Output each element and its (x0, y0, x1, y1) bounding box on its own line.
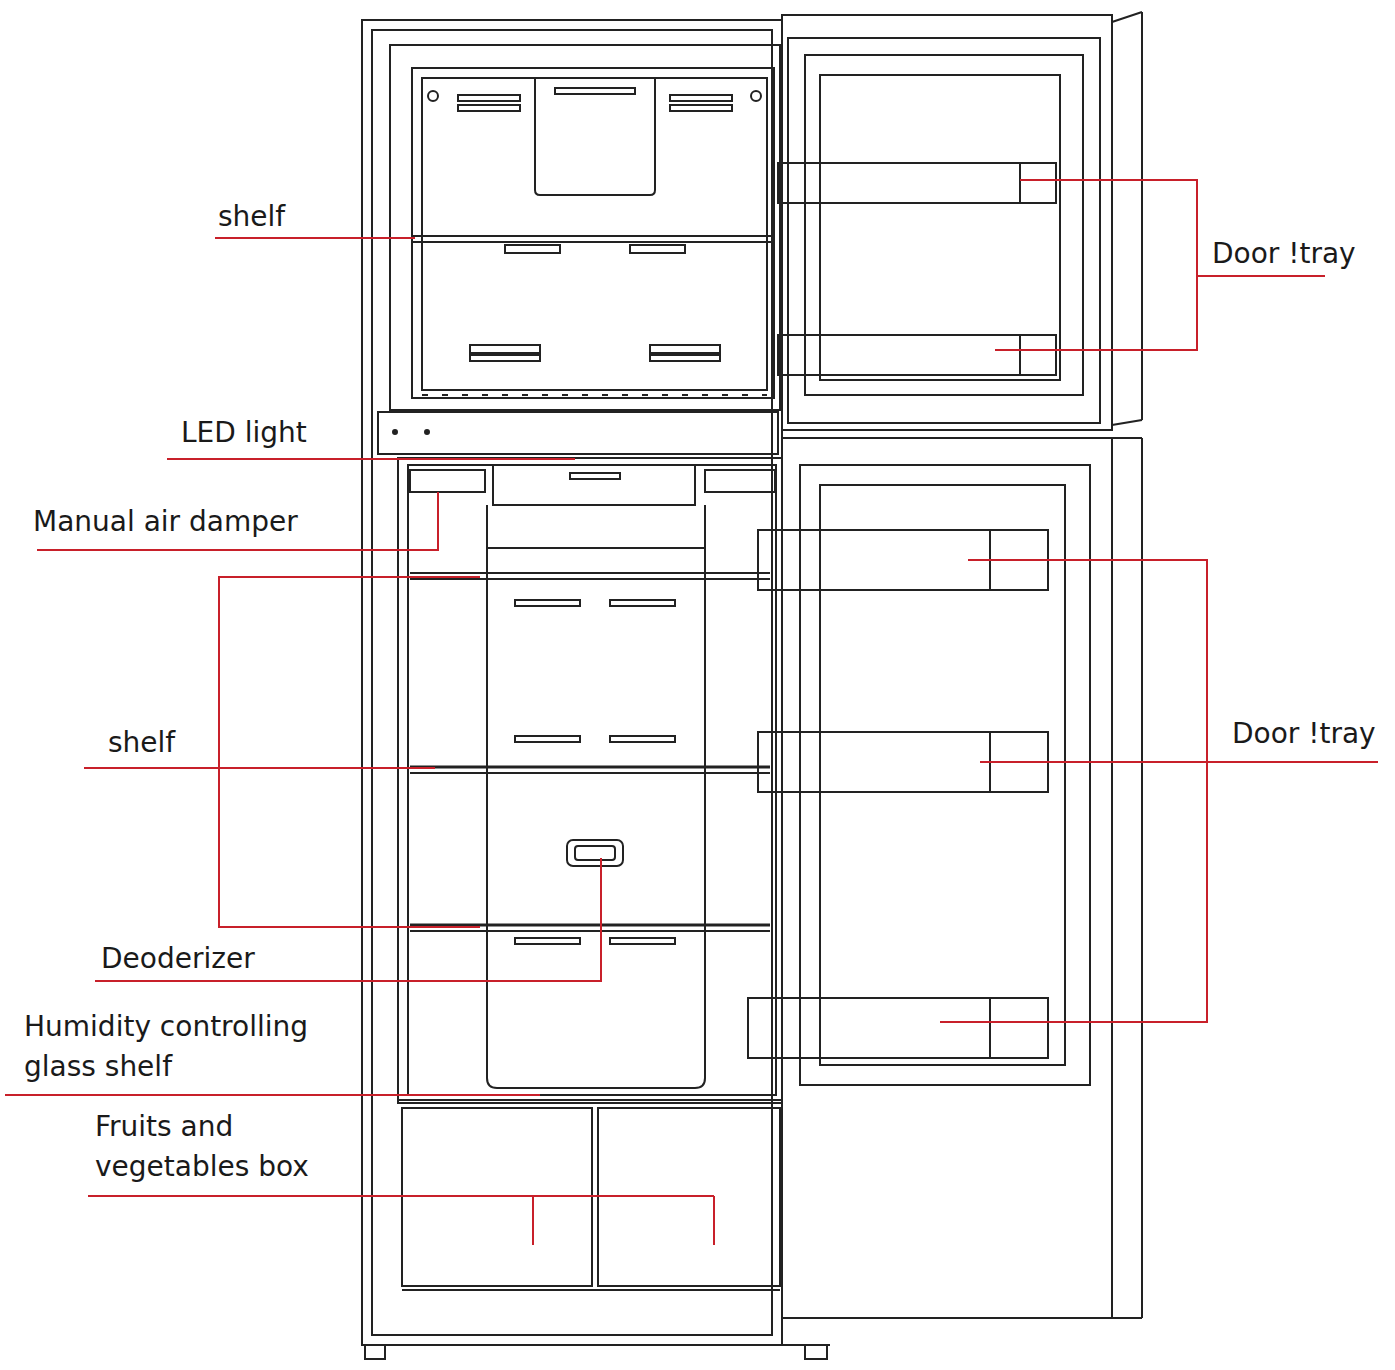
fridge-body (362, 12, 1142, 1359)
part-label: Fruits and vegetables box (95, 1107, 385, 1187)
part-label: LED light (181, 413, 307, 453)
part-label: shelf (218, 197, 285, 237)
part-label: Door !tray (1232, 714, 1376, 754)
part-label: Door !tray (1212, 234, 1356, 274)
part-label: Manual air damper (33, 502, 298, 542)
part-label: Humidity controlling glass shelf (24, 1007, 369, 1087)
part-label: Deoderizer (101, 939, 255, 979)
part-label: shelf (108, 723, 175, 763)
leader-lines (5, 180, 1378, 1245)
